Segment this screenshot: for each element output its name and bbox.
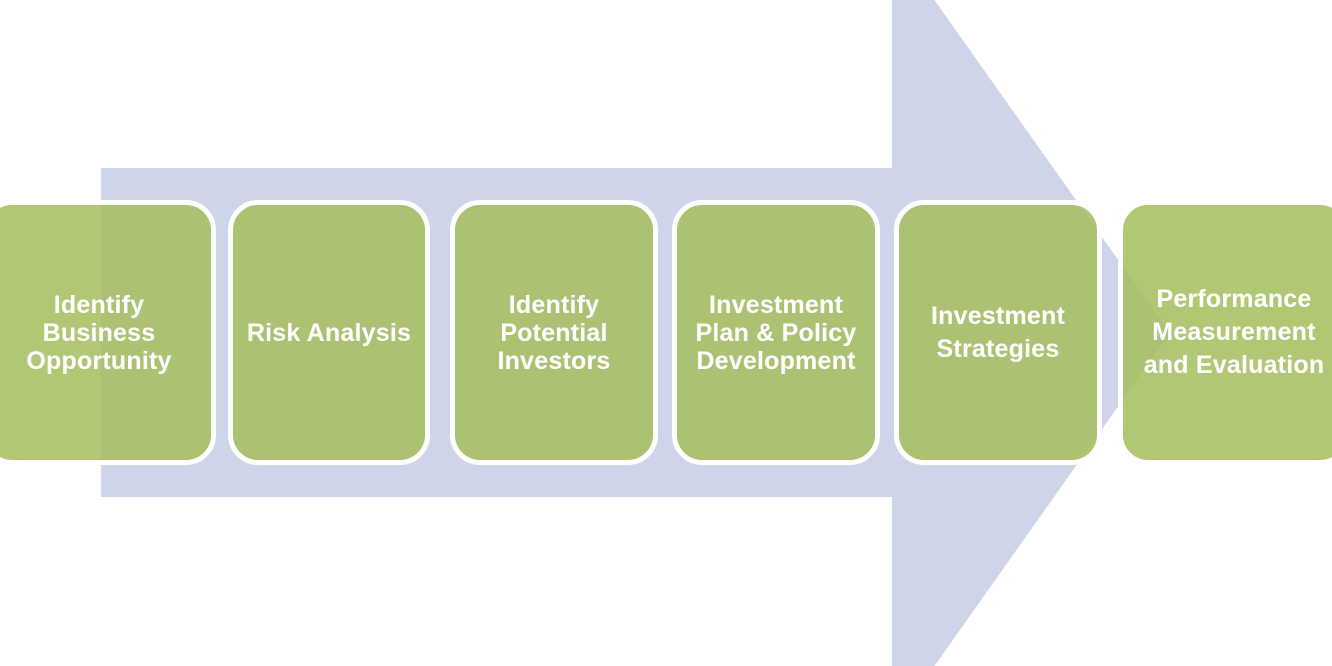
label-line: Identify: [508, 290, 600, 319]
label-line: Development: [696, 346, 856, 375]
label-line: Identify: [53, 290, 145, 319]
process-step-investment-plan-policy-development[interactable]: Investment Plan & Policy Development: [672, 200, 880, 465]
label-line: Business: [42, 318, 156, 347]
process-step-identify-potential-investors[interactable]: Identify Potential Investors: [450, 200, 658, 465]
label-line: Investors: [497, 346, 611, 375]
label-line: Plan & Policy: [695, 318, 857, 347]
process-step-label: Investment Strategies: [923, 300, 1073, 366]
process-step-label: Investment Plan & Policy Development: [688, 291, 865, 375]
label-line: Strategies: [936, 334, 1060, 363]
process-step-performance-measurement-and-evaluation[interactable]: Performance Measurement and Evaluation: [1118, 200, 1332, 465]
process-step-label: Identify Potential Investors: [490, 291, 619, 375]
process-step-risk-analysis[interactable]: Risk Analysis: [228, 200, 430, 465]
label-line: and Evaluation: [1143, 351, 1325, 379]
label-line: Performance: [1156, 285, 1312, 313]
label-line: Risk Analysis: [246, 318, 412, 347]
process-step-investment-strategies[interactable]: Investment Strategies: [894, 200, 1102, 465]
process-step-list: Identify Business Opportunity Risk Analy…: [0, 200, 1332, 465]
label-line: Investment: [709, 290, 843, 319]
process-step-label: Performance Measurement and Evaluation: [1136, 283, 1332, 382]
label-line: Opportunity: [26, 346, 172, 375]
label-line: Investment: [931, 301, 1065, 330]
label-line: Measurement: [1152, 318, 1316, 346]
process-step-identify-business-opportunity[interactable]: Identify Business Opportunity: [0, 200, 216, 465]
process-step-label: Risk Analysis: [239, 319, 419, 347]
label-line: Potential: [500, 318, 608, 347]
process-step-label: Identify Business Opportunity: [18, 291, 179, 375]
